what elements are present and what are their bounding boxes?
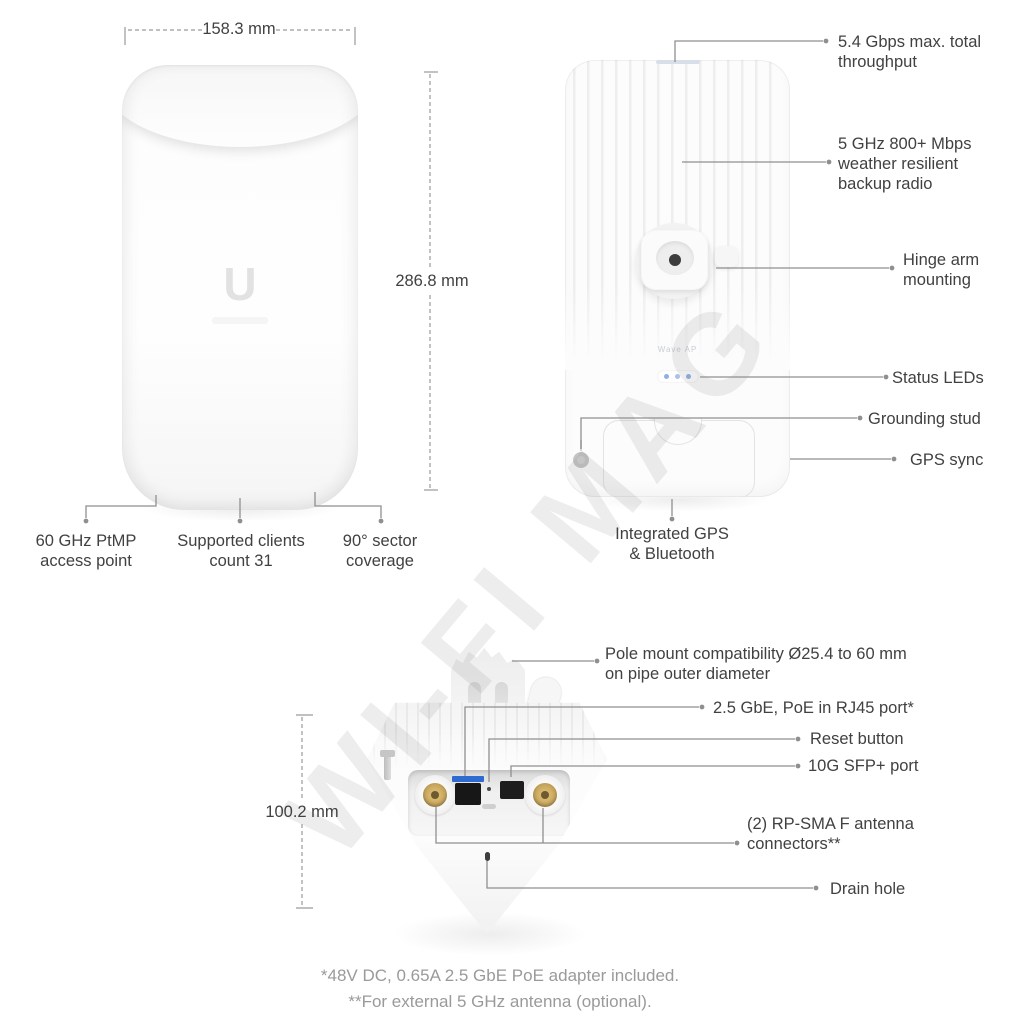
rp-sma-connector-right	[525, 775, 565, 815]
footnote-external-antenna: **For external 5 GHz antenna (optional).	[348, 992, 652, 1011]
callout-integrated-gps-bluetooth: Integrated GPS & Bluetooth	[615, 525, 729, 563]
hinge-knob	[715, 246, 738, 267]
front-width-dimension: 158.3 mm	[202, 20, 276, 38]
callout-antenna-connectors: (2) RP-SMA F antenna connectors**	[747, 815, 914, 853]
led-dot	[664, 374, 669, 379]
sma-gold-ring	[533, 783, 557, 807]
callout-grounding-stud: Grounding stud	[868, 410, 981, 428]
width-dimension-bracket	[124, 27, 356, 45]
feature-60ghz-ptmp: 60 GHz PtMP access point	[35, 532, 137, 570]
callout-max-throughput: 5.4 Gbps max. total throughput	[838, 33, 982, 71]
callout-dots	[83, 38, 897, 891]
callout-hinge-arm: Hinge arm mounting	[903, 251, 980, 289]
front-height-dimension: 286.8 mm	[395, 272, 469, 290]
callout-reset-button: Reset button	[810, 730, 904, 748]
bottom-dimension-bracket	[296, 714, 313, 909]
hinge-hole	[669, 254, 681, 266]
led-dot	[675, 374, 680, 379]
rp-sma-connector-left	[415, 775, 455, 815]
sfp-port	[500, 781, 524, 799]
led-dot	[686, 374, 691, 379]
height-dimension-bracket	[424, 71, 438, 491]
callout-rj45-port: 2.5 GbE, PoE in RJ45 port*	[713, 699, 914, 717]
rj45-port	[455, 783, 481, 805]
vent-slot	[482, 804, 496, 809]
callout-lines	[85, 40, 891, 889]
fins-fade	[565, 285, 790, 370]
rj45-label-strip	[452, 776, 484, 782]
grounding-bolt	[380, 750, 395, 780]
ubiquiti-logo-icon: U	[223, 258, 257, 310]
drain-hole	[485, 852, 490, 861]
bottom-height-dimension: 100.2 mm	[265, 803, 339, 821]
bottom-fins-fade	[367, 732, 607, 768]
sma-center-hole	[541, 791, 549, 799]
callout-backup-radio: 5 GHz 800+ Mbps weather resilient backup…	[838, 135, 972, 193]
status-leds	[656, 370, 699, 383]
sma-gold-ring	[423, 783, 447, 807]
callout-gps-sync: GPS sync	[910, 451, 984, 469]
reset-button-hole	[487, 787, 491, 791]
callout-drain-hole: Drain hole	[830, 880, 906, 898]
feature-supported-clients: Supported clients count 31	[177, 532, 305, 570]
footnote-poe-adapter: *48V DC, 0.65A 2.5 GbE PoE adapter inclu…	[320, 966, 680, 985]
front-device-illustration: U	[122, 65, 358, 510]
sma-center-hole	[431, 791, 439, 799]
gps-antenna-strip	[655, 60, 700, 64]
callout-status-leds: Status LEDs	[892, 369, 984, 387]
device-model-label: Wave AP	[657, 345, 698, 354]
feature-sector-coverage: 90° sector coverage	[342, 532, 418, 570]
back-device-illustration: Wave AP	[565, 60, 790, 497]
callout-pole-mount: Pole mount compatibility Ø25.4 to 60 mm …	[605, 645, 907, 683]
callout-sfp-port: 10G SFP+ port	[808, 757, 919, 775]
